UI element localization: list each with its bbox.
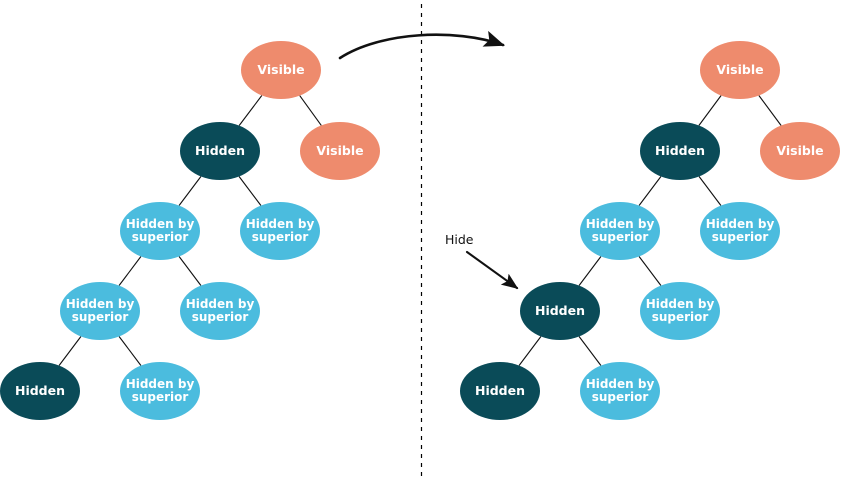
tree-node-label: Visible — [316, 143, 364, 158]
tree-node-label: Hidden — [14, 383, 66, 398]
tree-edge — [638, 256, 662, 286]
tree-node-label: Hidden by superior — [125, 216, 195, 244]
tree-node-label: Hidden — [194, 143, 246, 158]
hide-label: Hide — [445, 232, 474, 247]
tree-edge — [118, 256, 142, 286]
tree-node-label: Hidden by superior — [585, 216, 655, 244]
tree-node-label: Hidden — [654, 143, 706, 158]
tree-edge — [698, 95, 722, 126]
tree-node-hidden-by-superior[interactable]: Hidden by superior — [580, 362, 660, 420]
tree-node-hidden[interactable]: Hidden — [460, 362, 540, 420]
tree-edge — [518, 336, 542, 366]
hide-arrow — [465, 250, 519, 290]
tree-node-hidden-by-superior[interactable]: Hidden by superior — [240, 202, 320, 260]
tree-edge — [698, 176, 722, 206]
tree-node-label: Hidden by superior — [125, 376, 195, 404]
tree-node-hidden-by-superior[interactable]: Hidden by superior — [60, 282, 140, 340]
tree-node-hidden-by-superior[interactable]: Hidden by superior — [700, 202, 780, 260]
tree-node-visible[interactable]: Visible — [300, 122, 380, 180]
tree-node-label: Hidden by superior — [645, 296, 715, 324]
tree-node-label: Hidden — [534, 303, 586, 318]
tree-edge — [118, 336, 142, 366]
tree-edge — [178, 176, 202, 206]
transition-arrow — [338, 30, 505, 60]
tree-edge — [238, 95, 263, 126]
tree-node-hidden-by-superior[interactable]: Hidden by superior — [640, 282, 720, 340]
tree-node-hidden-by-superior[interactable]: Hidden by superior — [180, 282, 260, 340]
tree-node-hidden-by-superior[interactable]: Hidden by superior — [120, 362, 200, 420]
tree-node-label: Hidden — [474, 383, 526, 398]
tree-edge — [58, 336, 82, 366]
tree-node-hidden[interactable]: Hidden — [520, 282, 600, 340]
tree-edge — [238, 176, 262, 206]
tree-node-visible[interactable]: Visible — [760, 122, 840, 180]
tree-node-label: Hidden by superior — [705, 216, 775, 244]
tree-node-hidden[interactable]: Hidden — [180, 122, 260, 180]
tree-node-label: Visible — [716, 62, 764, 77]
tree-node-label: Hidden by superior — [185, 296, 255, 324]
tree-node-hidden[interactable]: Hidden — [0, 362, 80, 420]
tree-node-visible[interactable]: Visible — [700, 41, 780, 99]
tree-edge — [758, 95, 782, 126]
tree-node-label: Hidden by superior — [65, 296, 135, 324]
tree-node-label: Hidden by superior — [245, 216, 315, 244]
tree-node-label: Hidden by superior — [585, 376, 655, 404]
tree-edge — [178, 256, 202, 286]
tree-node-hidden-by-superior[interactable]: Hidden by superior — [580, 202, 660, 260]
tree-node-label: Visible — [257, 62, 305, 77]
tree-edge — [299, 95, 322, 126]
tree-node-hidden-by-superior[interactable]: Hidden by superior — [120, 202, 200, 260]
tree-node-label: Visible — [776, 143, 824, 158]
tree-node-visible[interactable]: Visible — [241, 41, 321, 99]
tree-edge — [578, 336, 602, 366]
tree-edge — [578, 256, 602, 286]
tree-node-hidden[interactable]: Hidden — [640, 122, 720, 180]
tree-edge — [638, 176, 662, 206]
